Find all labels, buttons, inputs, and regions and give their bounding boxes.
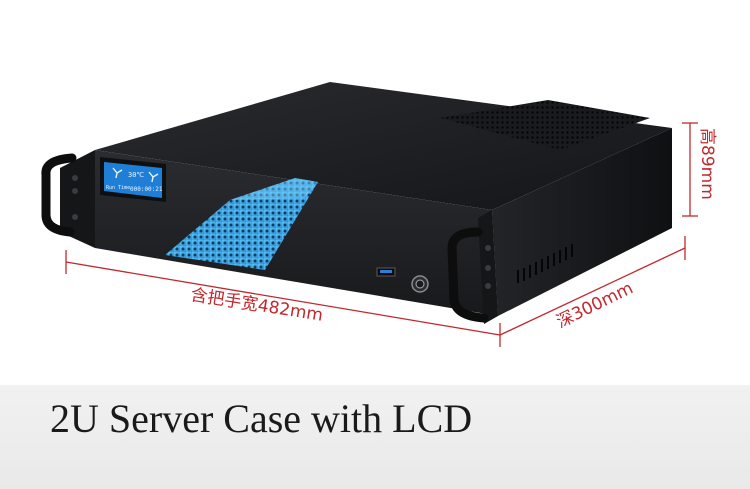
power-button-icon: [411, 275, 429, 293]
left-handle: [41, 153, 77, 237]
usb-port-icon: [376, 267, 396, 277]
server-case-illustration: 30℃ Run Time 000:00:21 含把手宽482m: [41, 82, 717, 347]
lcd-screen: [104, 162, 162, 198]
product-photo-area: 30℃ Run Time 000:00:21 含把手宽482m: [41, 82, 717, 347]
depth-dimension-line: [499, 236, 686, 336]
product-caption: 2U Server Case with LCD: [50, 396, 473, 441]
lcd-temperature: 30℃: [128, 171, 144, 179]
left-rack-ear: [60, 150, 95, 248]
caption-bar: [0, 385, 750, 489]
lcd-runtime-value: 000:00:21: [130, 186, 163, 193]
right-handle: [447, 227, 489, 323]
top-vent-grille: [440, 100, 650, 150]
depth-label: 深300mm: [553, 278, 636, 332]
case-front-panel: [95, 150, 498, 316]
height-dimension-line: [682, 122, 698, 217]
blue-accent-panel: [165, 178, 318, 270]
fan-icon: [148, 171, 159, 183]
width-label: 含把手宽482mm: [189, 285, 324, 326]
height-label: 高89mm: [697, 128, 717, 200]
side-vent-slots: [517, 244, 573, 283]
lcd-runtime-label: Run Time: [106, 185, 130, 191]
fan-icon: [112, 167, 123, 179]
